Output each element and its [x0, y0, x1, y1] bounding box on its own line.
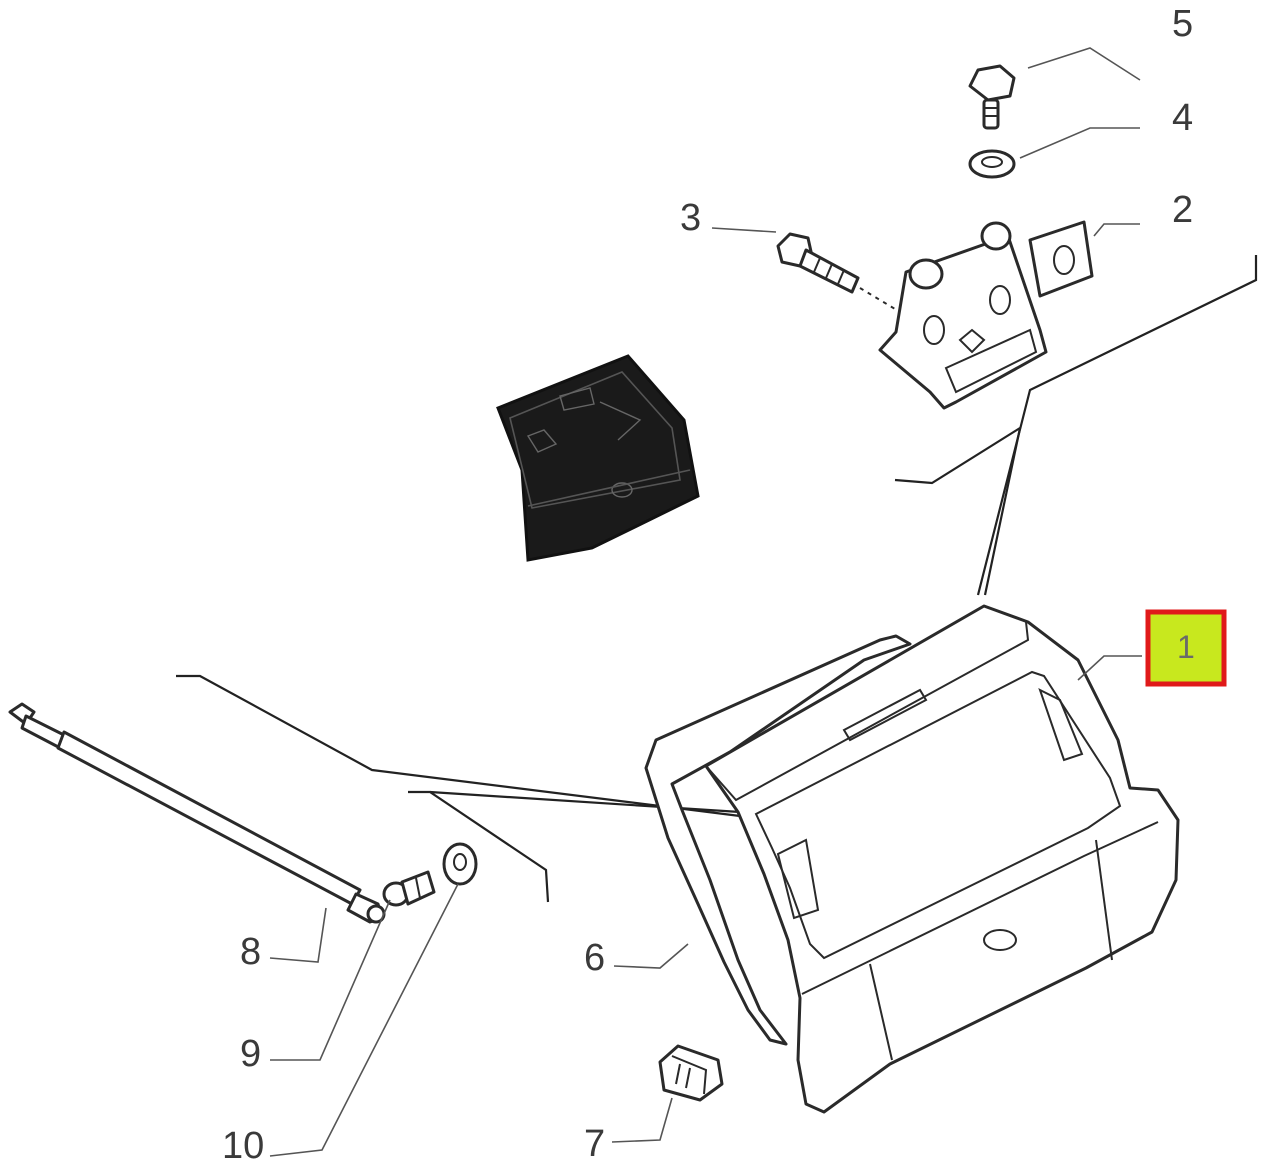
callout-7: 7: [584, 1123, 605, 1165]
part-2-hinge: [878, 220, 1094, 410]
callout-4: 4: [1172, 97, 1193, 139]
part-3-bolt: [776, 232, 901, 313]
highlight-box[interactable]: [1145, 609, 1227, 687]
callout-lines: [269, 47, 1142, 1157]
rear-window-glass: [496, 354, 700, 562]
part-9-ball-stud: [382, 870, 436, 907]
part-10-washer: [442, 842, 478, 886]
part-4-washer: [968, 149, 1016, 179]
part-1-tailgate: [644, 604, 1180, 1114]
part-5-flange-bolt: [968, 64, 1016, 130]
callout-1[interactable]: 1: [1177, 629, 1195, 665]
callout-1-highlighted[interactable]: 1: [1145, 609, 1227, 687]
callout-2: 2: [1172, 189, 1193, 231]
callout-9: 9: [240, 1033, 261, 1075]
callout-8: 8: [240, 931, 261, 973]
part-8-gas-strut: [8, 702, 386, 924]
callout-labels: 5 4 2 3 6 7 8 9 10: [222, 3, 1193, 1167]
assembly-leader-lines: [176, 255, 1258, 903]
callout-3: 3: [680, 197, 701, 239]
callout-10: 10: [222, 1125, 264, 1167]
callout-6: 6: [584, 937, 605, 979]
callout-5: 5: [1172, 3, 1193, 45]
part-7-bump-stop: [658, 1044, 724, 1102]
